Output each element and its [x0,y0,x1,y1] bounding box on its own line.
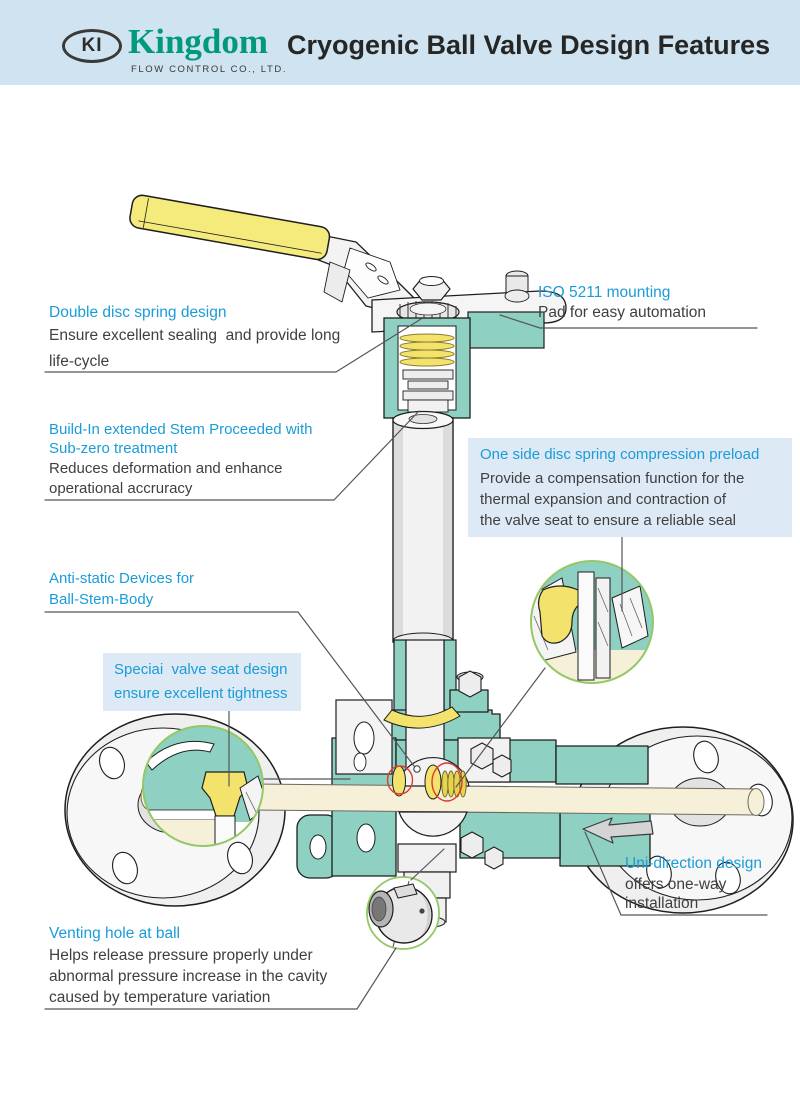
flow-direction-arrow-icon [582,817,654,844]
note-special-seat-line: ensure excellent tightness [114,685,288,702]
callout-venting-line: Helps release pressure properly under [49,947,313,964]
callout-stem-title: Sub-zero treatment [49,440,178,457]
callout-uni-direction: Uni-direction design offers one-way inst… [625,853,762,913]
logo-name: Kingdom [128,22,269,61]
callout-line-anti-static [44,611,415,767]
disc-spring-stack [399,333,455,367]
note-special-seat: Speciai valve seat design ensure excelle… [103,653,301,711]
callout-line-double-disc [44,318,422,373]
callout-stem-line: operational accruracy [49,480,193,497]
callout-double-disc-line: life-cycle [49,353,110,370]
body-bolts [456,670,512,870]
anti-static-ball [413,765,421,773]
highlight-circle-right [431,762,463,802]
callout-venting-title: Venting hole at ball [49,925,180,942]
callout-venting-hole: Venting hole at ball Helps release press… [49,922,327,1008]
note-one-side-line: Provide a compensation function for the [480,470,745,487]
callout-stem-title: Build-In extended Stem Proceeded with [49,421,313,438]
venting-hole-dot [419,908,425,914]
callout-double-disc: Double disc spring design Ensure excelle… [49,302,340,375]
callout-iso-title: ISO 5211 mounting [538,284,671,301]
callout-anti-static-title: Anti-static Devices for [49,570,195,587]
extended-stem-column [392,410,457,713]
note-one-side-line: the valve seat to ensure a reliable seal [480,512,736,529]
callout-iso-mounting: ISO 5211 mounting Pad for easy automatio… [538,283,706,323]
callout-anti-static: Anti-static Devices for Ball-Stem-Body [49,568,194,610]
note-one-side-title: One side disc spring compression preload [480,446,760,463]
note-one-side-line: thermal expansion and contraction of [480,491,726,508]
seat-spring [441,770,467,798]
callout-lines [44,314,768,1010]
logo-ki-badge: KI [62,29,122,63]
callout-anti-static-title: Ball-Stem-Body [49,591,154,608]
callout-line-uni-direction [584,831,768,916]
note-one-side-preload: One side disc spring compression preload… [468,438,792,537]
callout-iso-line: Pad for easy automation [538,304,707,321]
callout-line-iso [499,314,758,329]
callout-line-extended-stem [44,410,420,501]
callout-uni-line: offers one-way [625,876,727,893]
valve-handle [129,194,417,315]
callout-stem-line: Reduces deformation and enhance [49,460,283,477]
callout-line-venting [44,947,397,1010]
callout-venting-line: abnormal pressure increase in the cavity [49,968,328,985]
logo-subtitle: FLOW CONTROL CO., LTD. [131,64,288,75]
callout-venting-line: caused by temperature variation [49,989,271,1006]
bonnet [383,311,545,419]
seat-detail-right-circle [530,560,654,684]
page-title: Cryogenic Ball Valve Design Features [287,30,771,60]
callout-uni-title: Uni-direction design [625,855,762,872]
valve-seats [392,764,467,800]
callout-double-disc-title: Double disc spring design [49,304,227,321]
handle-grip [129,194,331,261]
header-band: KI Kingdom FLOW CONTROL CO., LTD. Cryoge… [0,0,800,85]
callout-line-right-detail [455,667,546,788]
callout-double-disc-line: Ensure excellent sealing and provide lon… [49,327,341,344]
thrust-washer [383,706,461,729]
stem-nut [396,276,460,323]
callout-line-venting-upper [410,848,445,881]
callout-uni-line: installation [625,895,699,912]
callout-extended-stem: Build-In extended Stem Proceeded with Su… [49,420,313,499]
highlight-circle-left [386,765,414,795]
ball-detail-circle [366,876,440,950]
note-special-seat-line: Speciai valve seat design [114,661,288,678]
